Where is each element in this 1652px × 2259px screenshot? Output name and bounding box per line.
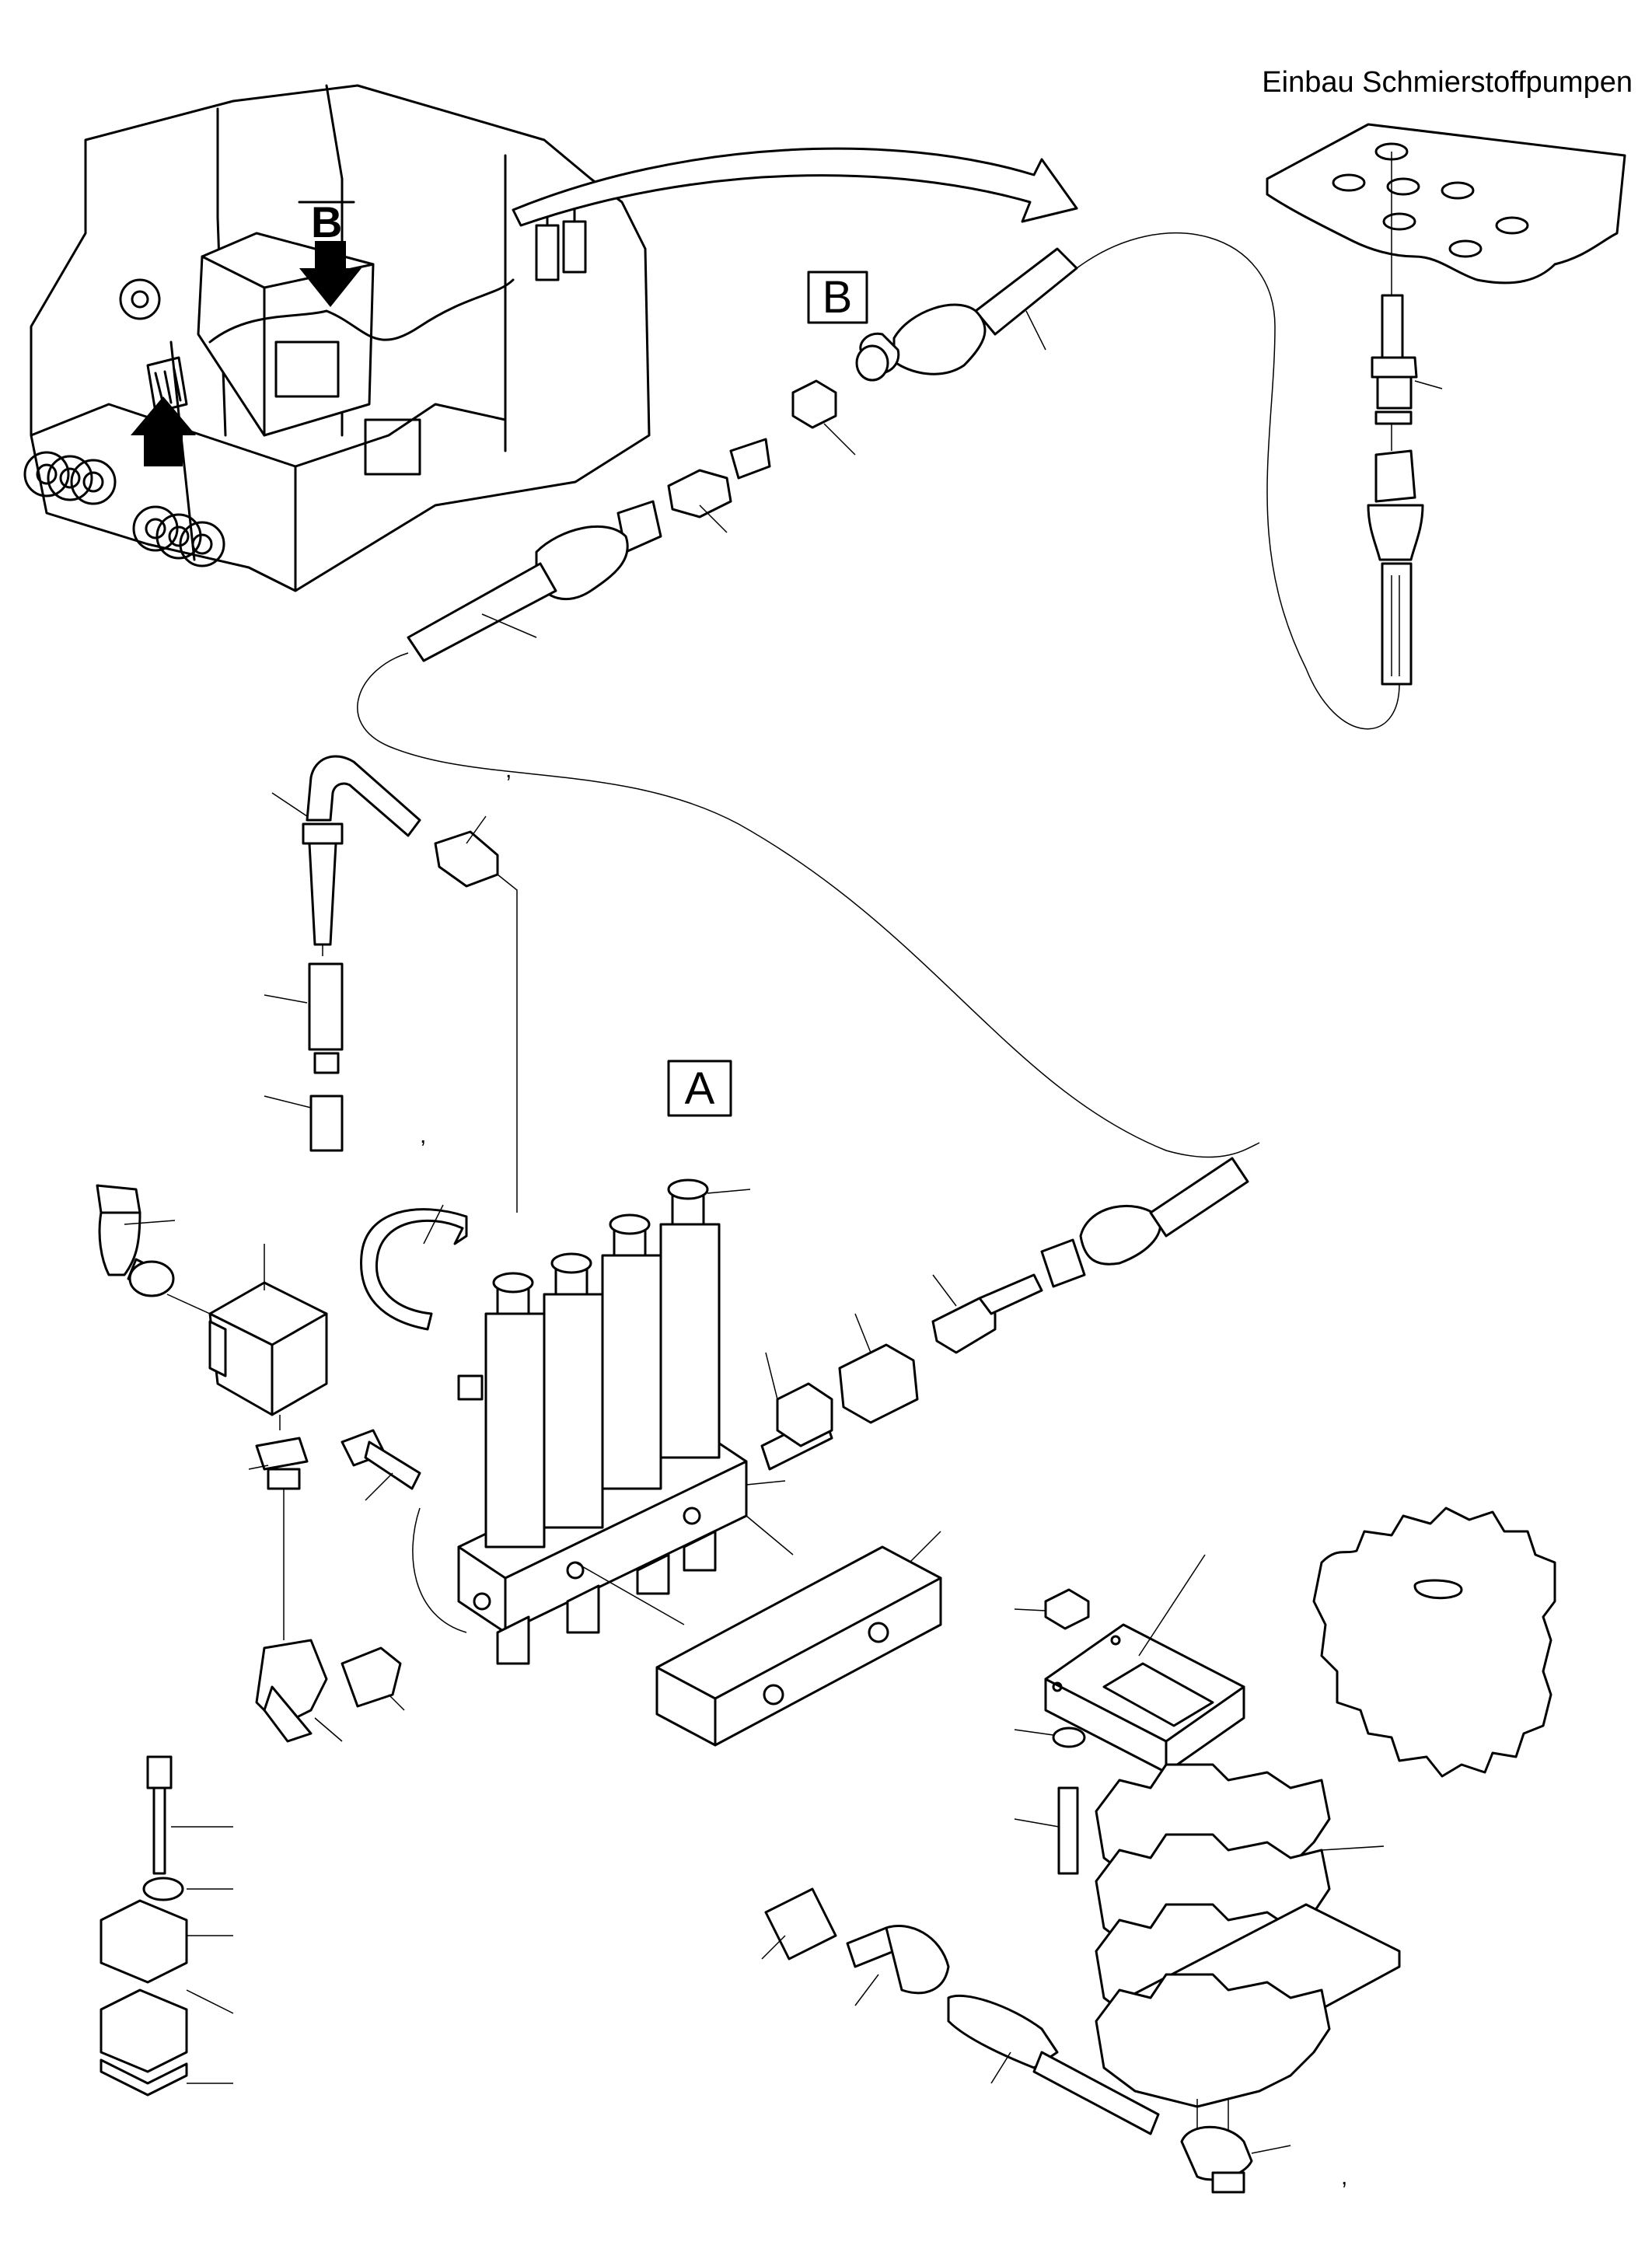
- detail-a-label: A: [685, 1063, 715, 1114]
- drawing-title: Einbau Schmierstoffpumpen: [1262, 66, 1633, 99]
- detail-arrow: [512, 147, 1078, 227]
- detail-a-box: [667, 1060, 732, 1117]
- track-wheels: [23, 278, 225, 567]
- inlet-pipe-parts: , ,: [264, 755, 518, 1213]
- machine-overview: B: [23, 84, 651, 592]
- pump-mounting-detail: [1266, 123, 1626, 686]
- mark-2: ,: [420, 1123, 426, 1148]
- mark-3: ,: [1341, 2164, 1347, 2190]
- pump-block-assembly: [96, 1157, 1249, 1747]
- gear-group: [1014, 1507, 1556, 2161]
- mark-1: ,: [505, 757, 512, 783]
- detail-b-label: B: [823, 272, 853, 323]
- detail-b-hose-assembly: [357, 232, 1400, 1158]
- pump-cylinders: [484, 1178, 721, 1548]
- clamp-stack: [100, 1755, 234, 2097]
- machine-callout-b: B: [311, 197, 342, 246]
- detail-b-box: [807, 271, 868, 324]
- lower-pipe-run: ,: [761, 1887, 1347, 2194]
